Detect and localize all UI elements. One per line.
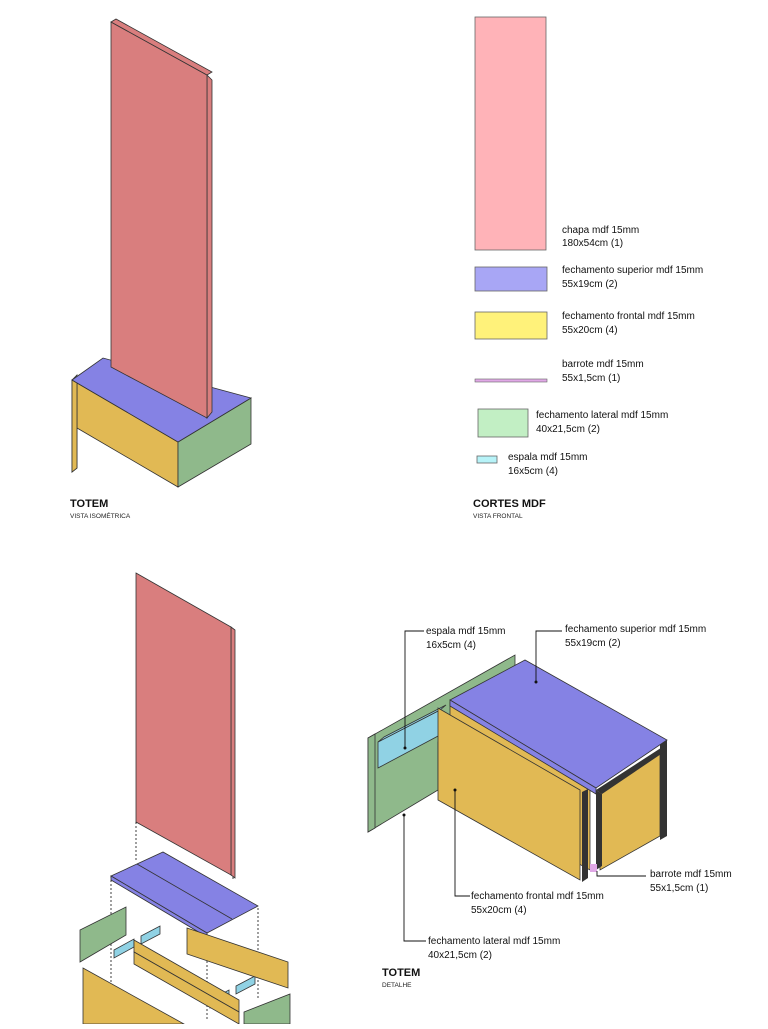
cut-swatch-lateral [477, 408, 529, 438]
det-barrote-front [582, 789, 588, 882]
leader-frontal [454, 790, 470, 897]
det-espala-top [377, 704, 447, 743]
leader-barrote [596, 871, 646, 877]
det-lateral-edge [367, 733, 376, 833]
cut-swatch-chapa [474, 16, 547, 251]
cut-label-superior-name: fechamento superior mdf 15mm [562, 265, 703, 276]
cut-label-frontal-dims: 55x20cm (4) [562, 325, 618, 336]
cut-label-superior-dims: 55x19cm (2) [562, 279, 618, 290]
exploded-view [79, 572, 291, 1025]
leader-espala [404, 630, 424, 748]
detail-title: TOTEM [382, 967, 420, 979]
leader-frontal-dot [453, 788, 457, 792]
leader-lateral-dot [402, 813, 406, 817]
det-label-frontal-name: fechamento frontal mdf 15mm [471, 891, 604, 902]
detail-subtitle: DETALHE [382, 982, 412, 989]
det-label-barrote-name: barrote mdf 15mm [650, 869, 732, 880]
iso-frontal-front-lower [71, 379, 78, 473]
det-label-lateral-dims: 40x21,5cm (2) [428, 950, 492, 961]
exp-espala-2 [140, 925, 161, 945]
exp-lateral-right [243, 993, 291, 1025]
leader-superior-dot [534, 680, 538, 684]
leader-superior [535, 630, 562, 682]
det-barrote-right [660, 740, 667, 840]
exp-lateral-left [79, 906, 127, 963]
cut-swatch-frontal [474, 311, 548, 340]
det-label-barrote-dims: 55x1,5cm (1) [650, 883, 708, 894]
exp-chapa-front [135, 572, 232, 876]
cut-label-chapa-dims: 180x54cm (1) [562, 238, 623, 249]
det-superior-edge [449, 699, 597, 795]
det-label-frontal-dims: 55x20cm (4) [471, 905, 527, 916]
cuts-subtitle: VISTA FRONTAL [473, 513, 523, 520]
det-frontal-front [437, 707, 581, 881]
det-label-espala-name: espala mdf 15mm [426, 626, 505, 637]
detail-view: espala mdf 15mm 16x5cm (4) fechamento su… [367, 624, 732, 989]
iso-chapa-side [206, 74, 213, 420]
leader-espala-dot [403, 746, 407, 750]
exp-chapa-side [230, 626, 236, 879]
det-label-lateral-name: fechamento lateral mdf 15mm [428, 936, 560, 947]
cut-swatch-espala [476, 455, 498, 464]
det-label-superior-dims: 55x19cm (2) [565, 638, 621, 649]
det-label-espala-dims: 16x5cm (4) [426, 640, 476, 651]
det-label-superior-name: fechamento superior mdf 15mm [565, 624, 706, 635]
cut-label-espala-name: espala mdf 15mm [508, 452, 587, 463]
cut-label-frontal-name: fechamento frontal mdf 15mm [562, 311, 695, 322]
exp-espala-1 [113, 938, 135, 959]
cut-label-lateral-dims: 40x21,5cm (2) [536, 424, 600, 435]
cut-label-chapa-name: chapa mdf 15mm [562, 225, 639, 236]
cut-label-barrote-dims: 55x1,5cm (1) [562, 373, 620, 384]
iso-subtitle: VISTA ISOMÉTRICA [70, 511, 131, 520]
isometric-view: TOTEM VISTA ISOMÉTRICA [70, 18, 253, 520]
cut-label-espala-dims: 16x5cm (4) [508, 466, 558, 477]
iso-title: TOTEM [70, 498, 108, 510]
cuts-title: CORTES MDF [473, 498, 546, 510]
iso-chapa-front [110, 21, 208, 419]
cut-label-lateral-name: fechamento lateral mdf 15mm [536, 410, 668, 421]
leader-lateral [403, 815, 426, 942]
det-barrote-pink [590, 864, 597, 872]
cuts-legend: chapa mdf 15mm 180x54cm (1) fechamento s… [473, 16, 703, 520]
cut-swatch-superior [474, 266, 548, 292]
det-barrote-top [596, 744, 667, 794]
cut-swatch-barrote [474, 378, 548, 383]
exp-espala-4 [235, 975, 256, 995]
exp-frontal-back [186, 927, 289, 989]
exp-superior-seam [136, 863, 233, 920]
cut-label-barrote-name: barrote mdf 15mm [562, 359, 644, 370]
iso-superior-top [71, 357, 253, 443]
det-barrote-post [596, 790, 602, 870]
iso-chapa-top-edge [110, 18, 213, 76]
